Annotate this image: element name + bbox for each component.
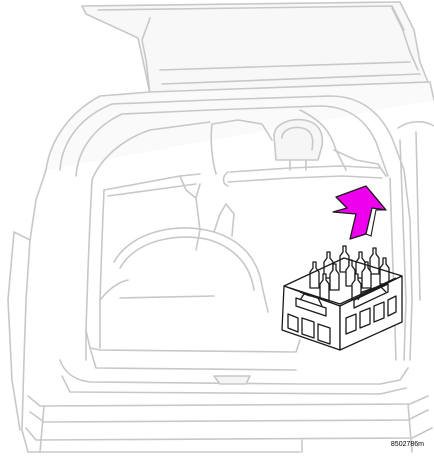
car-rear-body bbox=[8, 2, 434, 452]
lift-direction-arrow bbox=[322, 183, 386, 239]
bottle-crate bbox=[282, 246, 402, 350]
figure-reference-code: 8502786m bbox=[391, 441, 424, 449]
